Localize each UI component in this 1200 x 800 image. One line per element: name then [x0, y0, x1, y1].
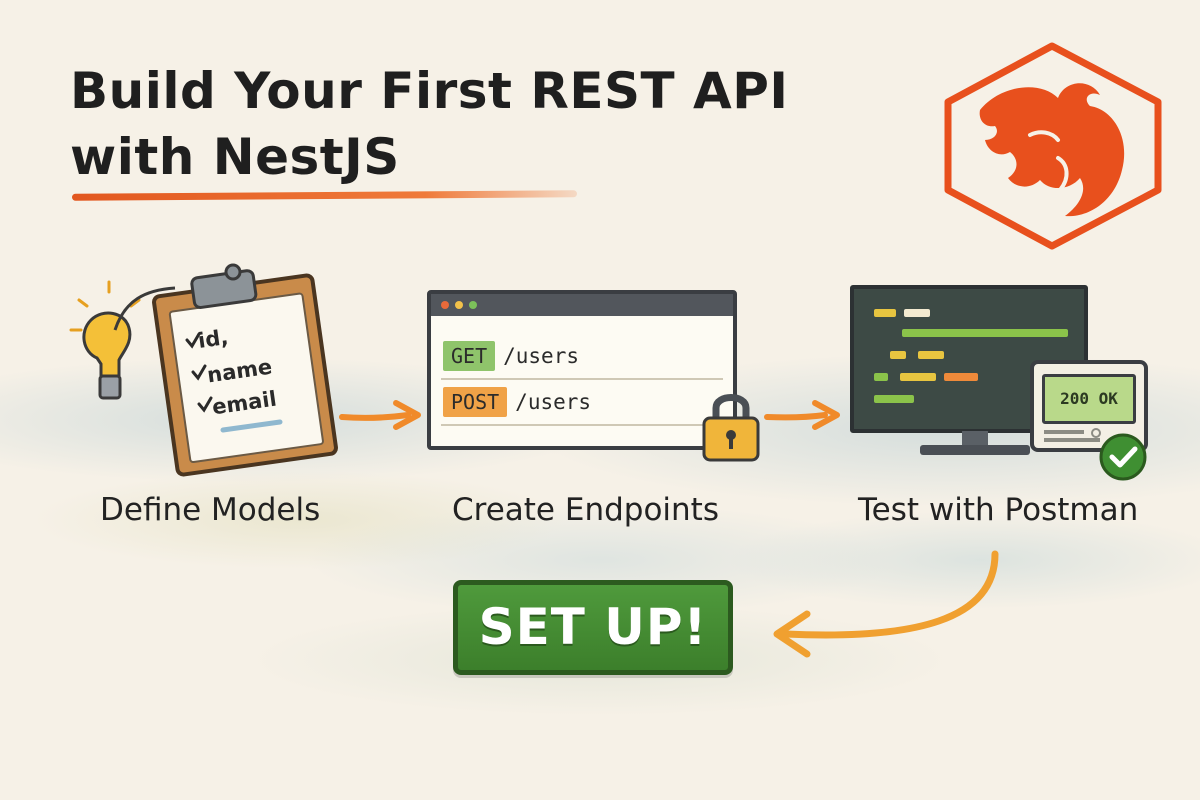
browser-title-bar [431, 294, 733, 316]
method-badge-get: GET [443, 341, 496, 371]
window-dot-yellow [455, 301, 463, 309]
row-divider [441, 378, 723, 380]
step-label-define-models: Define Models [100, 492, 321, 528]
arrow-right-icon [339, 400, 421, 430]
arrow-right-icon [764, 400, 840, 430]
lightbulb-icon [69, 280, 176, 400]
monitor-icon [850, 285, 1090, 460]
setup-button[interactable]: SET UP! [453, 580, 733, 675]
endpoint-post-users[interactable]: POST /users [443, 386, 591, 418]
monitor-screen [850, 285, 1088, 433]
step-label-create-endpoints: Create Endpoints [452, 492, 719, 528]
padlock-icon [702, 394, 760, 462]
row-divider [441, 424, 723, 426]
status-card-lines [1044, 428, 1101, 442]
window-dot-red [441, 301, 449, 309]
check-marks [185, 332, 213, 413]
nestjs-logo-icon [944, 42, 1162, 250]
window-dot-green [469, 301, 477, 309]
endpoint-path: /users [503, 344, 579, 368]
curved-arrow-icon [773, 550, 999, 658]
step-label-test-postman: Test with Postman [858, 492, 1139, 528]
endpoint-get-users[interactable]: GET /users [443, 340, 579, 372]
browser-window-icon: GET /users POST /users [427, 290, 737, 450]
checkmark-icon [1099, 433, 1147, 481]
page-title: Build Your First REST API with NestJS [70, 62, 789, 186]
method-badge-post: POST [443, 387, 508, 417]
clipboard-icon [69, 263, 338, 477]
endpoint-path: /users [515, 390, 592, 414]
monitor-stand [920, 431, 1030, 455]
status-badge: 200 OK [1042, 374, 1136, 424]
